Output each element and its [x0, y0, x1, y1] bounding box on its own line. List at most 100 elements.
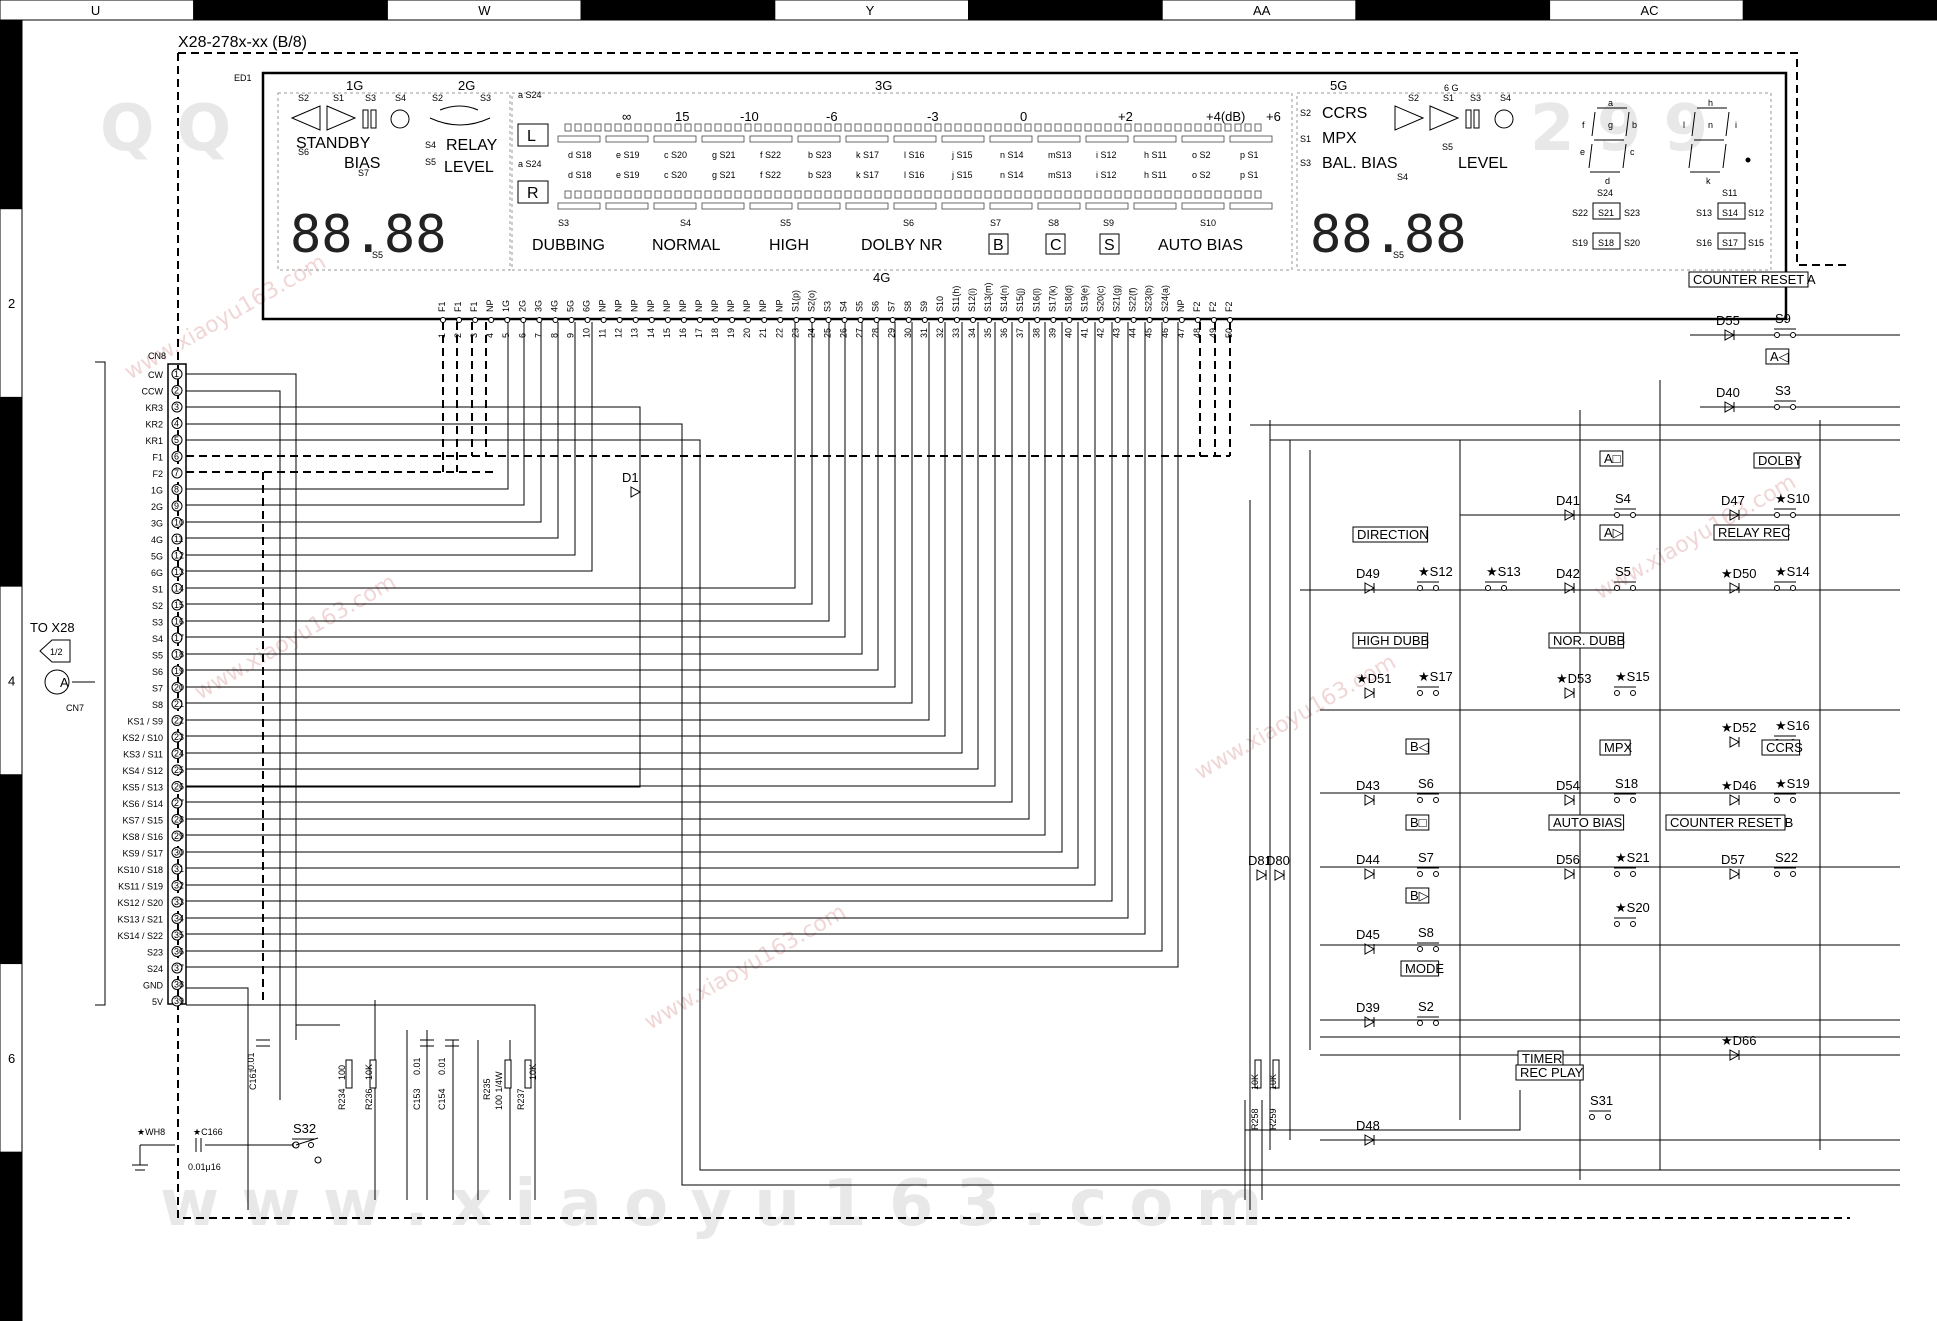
level-dot [1064, 123, 1072, 132]
connector-pin-label: 2G [151, 502, 163, 512]
pin-dot [568, 317, 575, 323]
pin-label: S11(h) [951, 286, 961, 312]
scale-label: -10 [740, 109, 759, 124]
level-dot [784, 123, 792, 132]
pin-number: 37 [1015, 328, 1025, 338]
connector-pin-number: 36 [174, 947, 184, 957]
connector-pin-label: GND [143, 981, 164, 991]
function-label: MPX [1604, 740, 1633, 755]
diode-symbol [1564, 582, 1576, 594]
level-dot [1164, 123, 1172, 132]
pin-number: 14 [646, 328, 656, 338]
function-label-box [1599, 739, 1631, 756]
switch-label: ★S15 [1615, 669, 1650, 684]
pin-dot [504, 317, 511, 323]
svg-text:a S24: a S24 [518, 159, 542, 169]
pin-dot [488, 317, 495, 323]
pin-dot [664, 317, 671, 323]
svg-text:S1: S1 [1443, 93, 1454, 103]
level-dot [904, 190, 912, 199]
function-label: HIGH DUBB [1357, 633, 1429, 648]
function-label: B□ [1410, 815, 1427, 830]
connector-pin-label: KS1 / S9 [127, 717, 163, 727]
pin-label: NP [742, 299, 752, 312]
legend-b-label: S16 [1696, 238, 1712, 248]
disp-relay: RELAY [446, 137, 498, 154]
level-dot [624, 123, 632, 132]
level-dot [804, 190, 812, 199]
connector-pin [171, 946, 183, 957]
function-label-box [1599, 450, 1624, 467]
level-dot [564, 123, 572, 132]
connector-pin-number: 25 [174, 765, 184, 775]
display-ref: ED1 [234, 73, 252, 83]
ruler-col-label: AC [1640, 3, 1658, 18]
legend-a-label: S18 [1598, 238, 1614, 248]
ruler-row-label: 1 [8, 107, 15, 122]
level-dot [994, 190, 1002, 199]
level-dot [874, 123, 882, 132]
segment-label: i S12 [1096, 170, 1117, 180]
level-dot [1234, 190, 1242, 199]
pin-number: 47 [1176, 328, 1186, 338]
segment-label: mS13 [1048, 170, 1072, 180]
disp-auto-bias: AUTO BIAS [1158, 237, 1243, 254]
level-dot [1034, 190, 1042, 199]
segment-label: l S16 [904, 170, 925, 180]
level-dot [864, 190, 872, 199]
switch-contact [1774, 332, 1780, 338]
diode-symbol [1364, 794, 1376, 806]
legend-a-label: S22 [1572, 208, 1588, 218]
r237-label: R237 [516, 1088, 526, 1110]
pin-number: 5 [501, 333, 511, 338]
pin-number: 43 [1112, 328, 1122, 338]
diode-symbol [1364, 943, 1376, 955]
switch-contact [1417, 585, 1423, 591]
level-dot [584, 190, 592, 199]
svg-text:2 9 9: 2 9 9 [1530, 92, 1708, 166]
r234-label: R234 [337, 1088, 347, 1110]
level-dot [734, 190, 742, 199]
level-dot [984, 190, 992, 199]
connector-pin-number: 14 [174, 584, 184, 594]
switch-contact [1614, 512, 1620, 518]
connector-pin [171, 731, 183, 743]
level-dot [744, 190, 752, 199]
disp-bal-bias: BAL. BIAS [1322, 155, 1398, 172]
legend-b-label: S15 [1748, 238, 1764, 248]
level-dot [794, 190, 802, 199]
switch-contact [1790, 332, 1796, 338]
connector-pin-number: 11 [174, 534, 183, 544]
connector-pin-label: KR2 [145, 420, 163, 430]
diode-label: D39 [1356, 1000, 1380, 1015]
diode-symbol [1729, 736, 1741, 748]
pin-number: 42 [1096, 328, 1106, 338]
switch-contact [1433, 871, 1439, 877]
connector-pin [171, 566, 183, 578]
seg-display-right: 88.88 [1310, 205, 1467, 265]
diode-label: D40 [1716, 385, 1740, 400]
switch-label: ★S13 [1486, 564, 1521, 579]
connector-pin-label: S4 [152, 634, 163, 644]
connector-pin [171, 632, 183, 644]
diode-symbol [1729, 509, 1741, 521]
pin-dot [745, 317, 752, 323]
diode-symbol [1729, 868, 1741, 880]
diode-symbol [1564, 509, 1576, 521]
switch-contact [1605, 1114, 1611, 1120]
switch-contact [1774, 512, 1780, 518]
c153-label: C153 [412, 1088, 422, 1110]
pin-number: 13 [630, 328, 640, 338]
function-label-box [1405, 887, 1430, 904]
pin-number: 19 [726, 328, 736, 338]
level-dot [1134, 190, 1142, 199]
disp-standby: STANDBY [296, 135, 371, 152]
level-dot [614, 123, 622, 132]
switch-contact [1630, 585, 1636, 591]
switch-label: ★S14 [1775, 564, 1810, 579]
pin-dot [921, 317, 928, 323]
pin-dot [1210, 317, 1217, 323]
pause-icon [362, 109, 369, 129]
